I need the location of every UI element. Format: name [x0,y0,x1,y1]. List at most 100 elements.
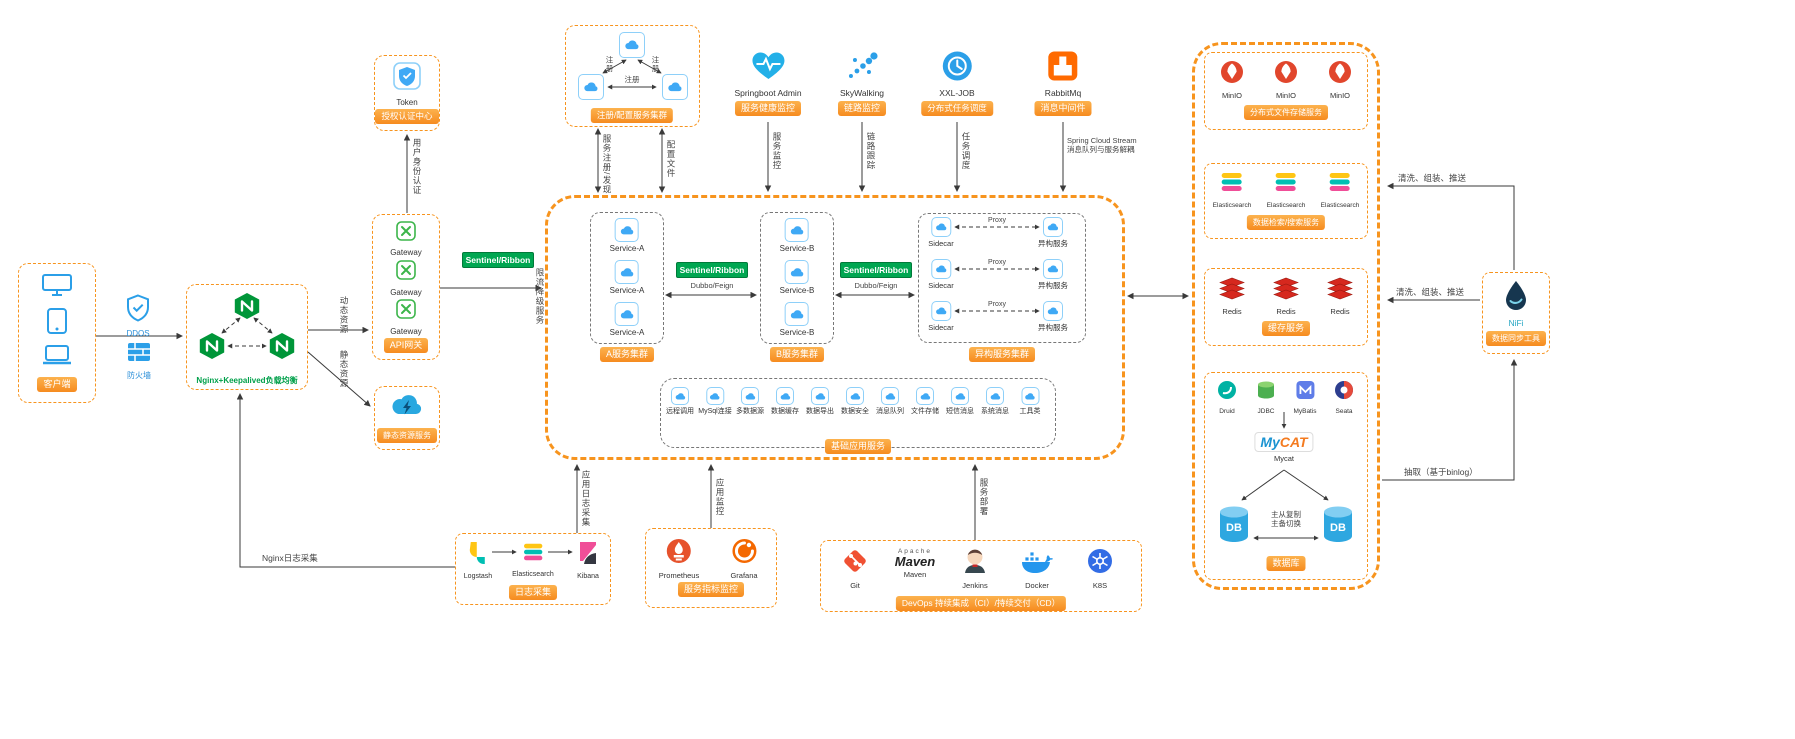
base-service-node: 消息队列 [876,387,904,416]
base-service-label: 数据安全 [841,408,869,415]
kibana-icon [577,541,599,570]
db-cylinder-label: DB [1330,522,1346,534]
base-service-node: 数据安全 [841,387,869,416]
base-service-label: MySql连接 [698,408,732,415]
minio-node: MinIO [1274,60,1298,100]
token-label: Token [396,97,418,107]
monitor-icon [42,273,72,301]
db-cylinder-label: DB [1226,522,1242,534]
service-b-label: Service-B [779,244,815,253]
logging-box [455,533,611,605]
sentinel-ribbon-box: Sentinel/Ribbon [462,252,534,268]
jdbc-label: JDBC [1257,408,1275,415]
nginx-cluster-label: Nginx+Keepalived负载均衡 [196,376,298,385]
kubernetes-icon [1087,548,1113,579]
jenkins-label: Jenkins [962,581,988,590]
base-service-node: MySql连接 [698,387,732,416]
base-service-label: 系统消息 [981,408,1009,415]
elasticsearch-icon [1328,170,1352,199]
seata-label: Seata [1335,408,1353,415]
base-service-node: 远程调用 [666,387,694,416]
docker-node: Docker [1021,550,1053,590]
docker-label: Docker [1025,581,1049,590]
skywalking-node: SkyWalking [840,50,884,98]
druid-icon [1217,380,1237,405]
base-service-label: 文件存储 [911,408,939,415]
register-edge-label: 注册 [624,75,640,84]
base-service-node: 文件存储 [911,387,939,416]
hetero-service-node: 异构服务 [1038,301,1068,332]
cloud-service-icon [662,74,688,100]
logstash-node: Logstash [464,541,492,581]
docker-icon [1021,550,1053,579]
cloud-service-icon [785,302,809,326]
tablet-icon [47,307,67,339]
maven-logo-top: Apache [897,548,933,555]
base-service-label: 远程调用 [666,408,694,415]
cloud-service-icon [916,387,934,405]
cloud-service-icon [931,217,951,237]
mq-badge: 消息中间件 [1034,101,1092,116]
sidecar-label: Sidecar [928,281,954,290]
edge-db-extract-nifi [1382,359,1518,481]
nginx-icon [198,332,226,360]
mycat-logo: MyCAT [1254,432,1314,452]
skywalking-icon [845,50,879,87]
elasticsearch-icon [522,541,544,568]
sidecar-label: Sidecar [928,323,954,332]
service-b-node: Service-B [779,218,815,253]
tracing-badge: 链路监控 [837,101,887,116]
redis-node: Redis [1219,276,1245,316]
cloud-service-icon [986,387,1004,405]
proxy-label: Proxy [988,217,1006,224]
redis-icon [1273,276,1299,305]
cluster-a-box [590,212,664,344]
k8s-node: K8S [1087,548,1113,590]
mybatis-icon [1295,380,1315,405]
nginx-log-edge-label: Nginx日志采集 [262,553,318,563]
gateway-icon [396,221,416,246]
deploy-edge-label: 服务部署 [979,478,989,516]
register-discover-edge-label: 服务注册/发现 [602,134,612,195]
mycat-logo-cat: CAT [1279,434,1308,450]
proxy-label: Proxy [988,259,1006,266]
es-label: Elasticsearch [1320,202,1360,209]
auth-center-box: Token 授权认证中心 [374,55,440,131]
cloud-service-icon [1043,217,1063,237]
redis-label: Redis [1276,307,1296,316]
cloud-service-icon [931,259,951,279]
seata-icon [1334,380,1354,405]
hetero-service-label: 异构服务 [1038,323,1068,332]
cloud-service-icon [671,387,689,405]
ddos-node: DDOS [126,294,150,338]
grafana-icon [731,538,757,569]
base-service-node: 数据导出 [806,387,834,416]
database-box [1204,372,1368,580]
grafana-label: Grafana [730,571,758,580]
cluster-a-badge: A服务集群 [599,347,655,362]
service-b-label: Service-B [779,286,815,295]
cloud-service-icon [1043,301,1063,321]
base-service-label: 工具类 [1019,408,1041,415]
redis-node: Redis [1327,276,1353,316]
cloud-service-icon [776,387,794,405]
minio-icon [1274,60,1298,89]
mycat-node: MyCAT Mycat [1254,432,1314,463]
rabbitmq-name: RabbitMq [1044,88,1082,98]
xxl-job-name: XXL-JOB [939,88,975,98]
replication-label: 主从复制 主备切换 [1271,510,1301,528]
devops-badge: DevOps 持续集成（CI）/持续交付（CD） [895,596,1067,611]
redis-icon [1219,276,1245,305]
gateway-label: Gateway [390,326,422,336]
cloud-service-icon [741,387,759,405]
base-service-node: 短信消息 [946,387,974,416]
cluster-b-badge: B服务集群 [769,347,825,362]
replication-line1: 主从复制 [1271,510,1301,519]
prometheus-label: Prometheus [658,571,700,580]
jenkins-icon [962,546,988,579]
redis-icon [1327,276,1353,305]
prometheus-node: Prometheus [659,538,699,580]
xxl-job-node: XXL-JOB [939,50,975,98]
task-schedule-badge: 分布式任务调度 [921,101,993,116]
mq-edge-line2: 消息队列与服务解耦 [1067,145,1135,154]
